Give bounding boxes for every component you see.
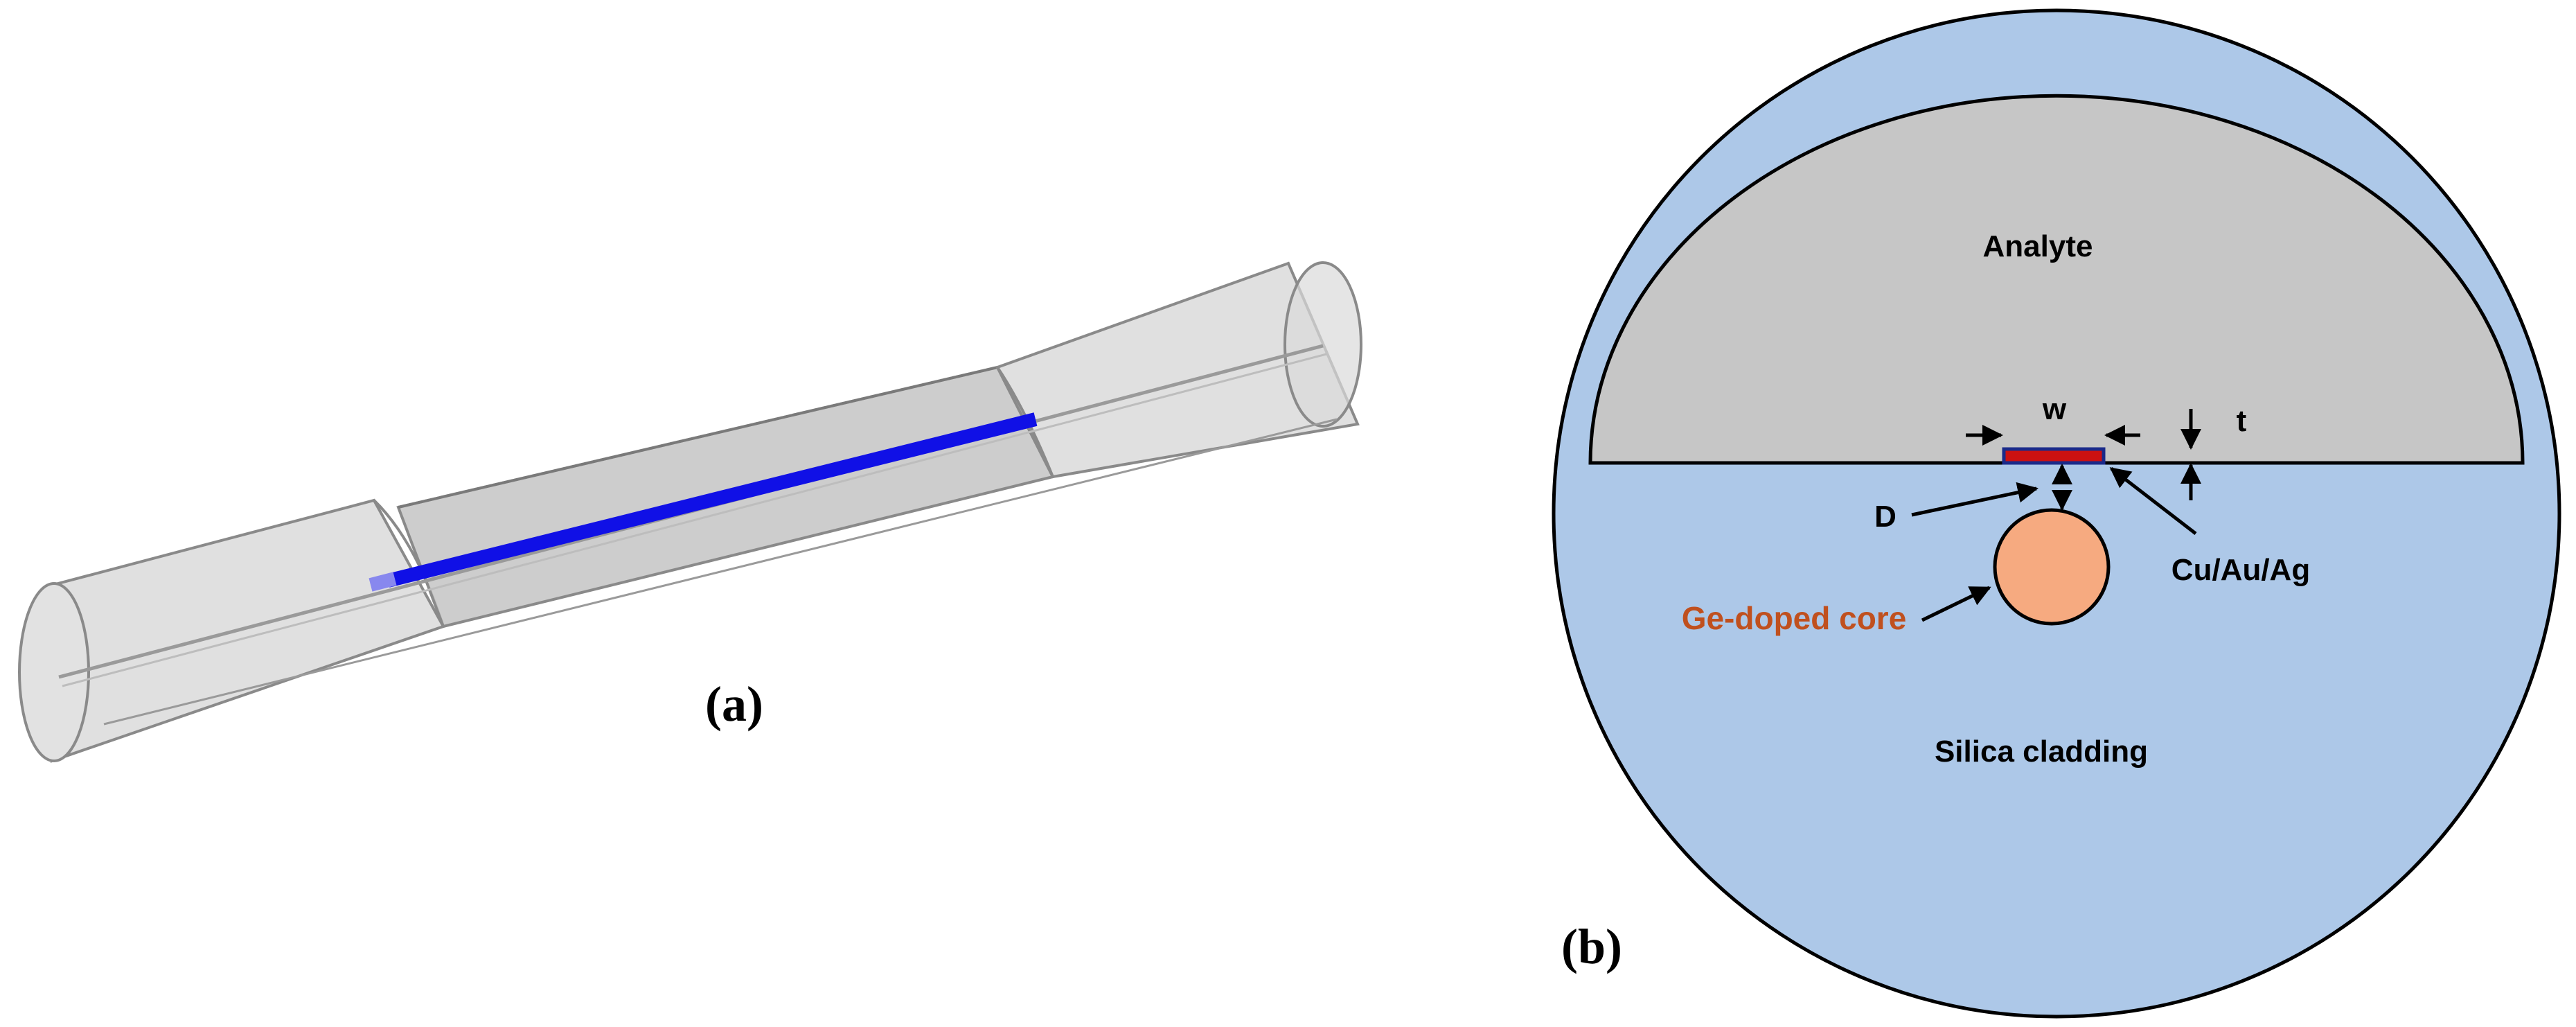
dimension-arrows — [1911, 409, 2201, 622]
metal-layer — [2002, 447, 2106, 465]
lower-channel-line — [103, 418, 1338, 726]
plasmonic-sensing-strip — [386, 412, 1038, 588]
polished-surface-edge — [398, 366, 998, 509]
fiber-3d-model — [18, 261, 1362, 763]
right-fiber-section — [995, 261, 1360, 479]
d-label: D — [1874, 500, 1897, 534]
w-label: w — [2042, 392, 2067, 426]
right-fiber-end-face — [1283, 261, 1362, 428]
panel-a-label: (a) — [705, 676, 763, 732]
t-label: t — [2237, 404, 2247, 438]
panel-b-label: (b) — [1561, 919, 1622, 974]
left-fiber-end-face — [18, 582, 90, 762]
ge-doped-core — [1993, 508, 2111, 626]
core-channel-line-lower — [62, 353, 1327, 687]
analyte-region — [1588, 94, 2525, 465]
cladding-label: Silica cladding — [1935, 735, 2148, 769]
sensing-strip-entry — [368, 572, 397, 592]
metal-label: Cu/Au/Ag — [2171, 553, 2310, 587]
core-leader-arrow — [1921, 586, 1991, 622]
panel-b: Analyte w t D Cu/Au/Ag Ge-doped core Sil… — [1552, 8, 2561, 1019]
core-label: Ge-doped core — [1682, 600, 1907, 636]
analyte-label: Analyte — [1983, 229, 2093, 263]
d-leader-arrow — [1911, 482, 2038, 517]
panel-a: (a) — [18, 261, 1362, 763]
metal-leader-arrow — [2109, 467, 2197, 535]
